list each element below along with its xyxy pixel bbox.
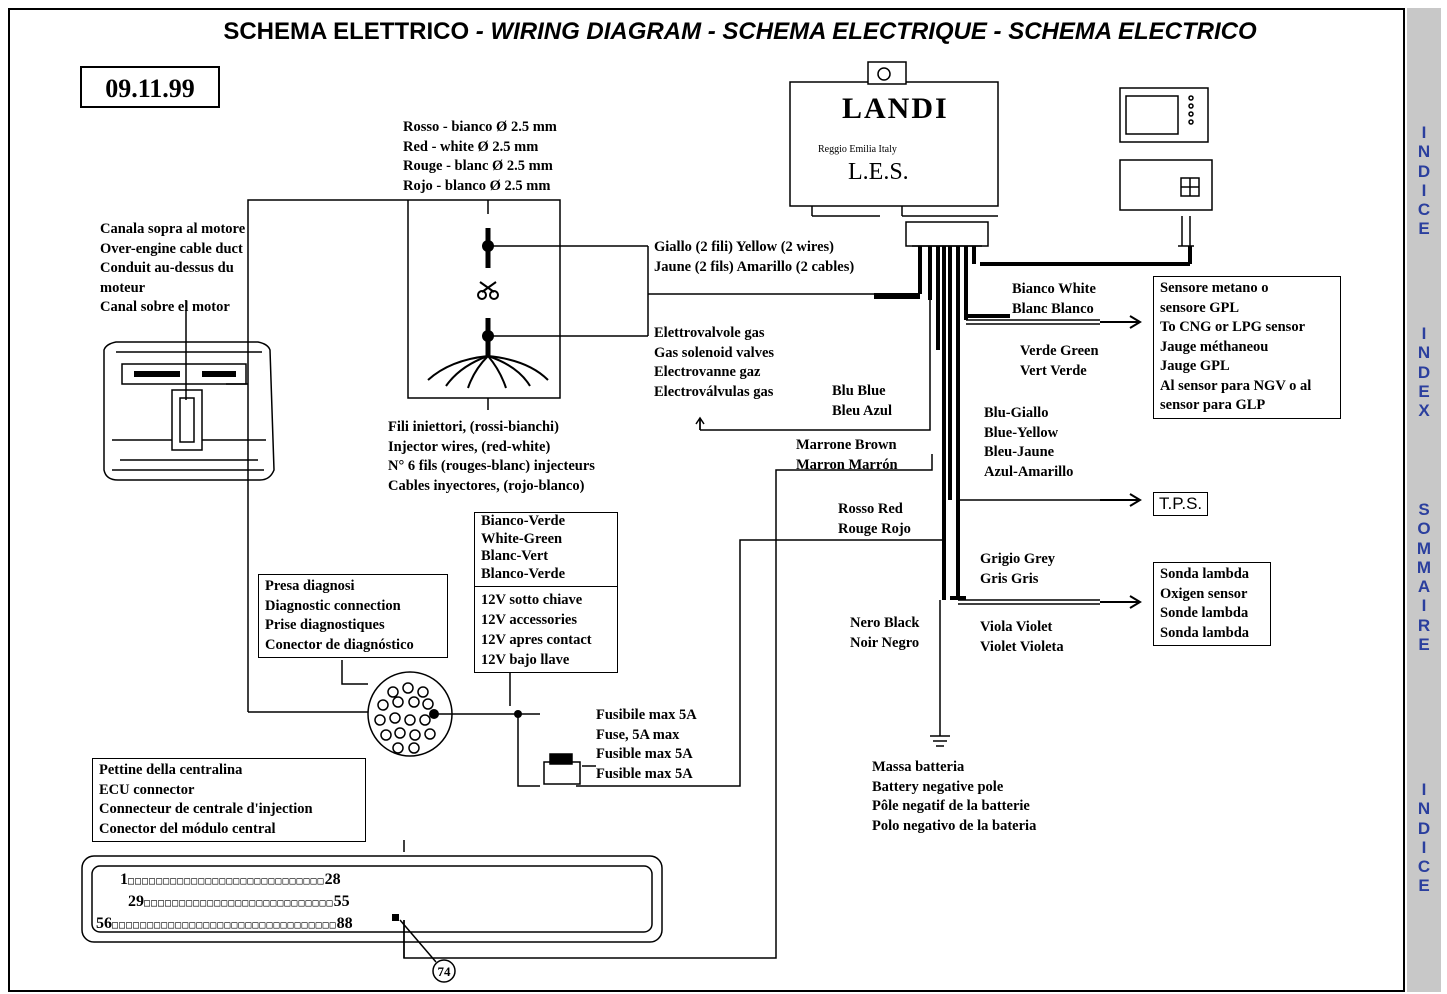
title-translations: - WIRING DIAGRAM - SCHEMA ELECTRIQUE - S… — [475, 18, 1257, 45]
harness-connector — [905, 221, 989, 247]
page-title: SCHEMA ELETTRICO - WIRING DIAGRAM - SCHE… — [120, 18, 1360, 46]
page-frame — [8, 8, 1405, 992]
title-italian: SCHEMA ELETTRICO — [223, 18, 470, 45]
switch-unit — [1119, 159, 1213, 211]
ecu-location: Reggio Emilia Italy — [818, 144, 897, 155]
ecu-connector — [81, 840, 663, 983]
wiring-drawing: 74 — [81, 61, 1213, 983]
ecu-brand: LANDI — [842, 92, 949, 125]
engine-drawing — [103, 300, 275, 481]
date-box: 09.11.99 — [80, 66, 220, 108]
injector-wires-label: Fili iniettori, (rossi-bianchi)Injector … — [388, 419, 595, 494]
pin-74-callout: 74 — [438, 964, 452, 979]
ecu-unit — [789, 81, 999, 207]
ecu-bracket — [867, 61, 907, 85]
ecu-model: L.E.S. — [848, 159, 909, 185]
yellow-wire-label: Giallo (2 fili) Yellow (2 wires)Jaune (2… — [654, 239, 855, 275]
ecu-pin-rows: 1□□□□□□□□□□□□□□□□□□□□□□□□□□□□28 29□□□□□□… — [96, 871, 353, 932]
tps-box: T.P.S. — [1153, 492, 1209, 516]
fuse-holder — [543, 753, 596, 785]
diagnostic-connector — [248, 660, 540, 787]
